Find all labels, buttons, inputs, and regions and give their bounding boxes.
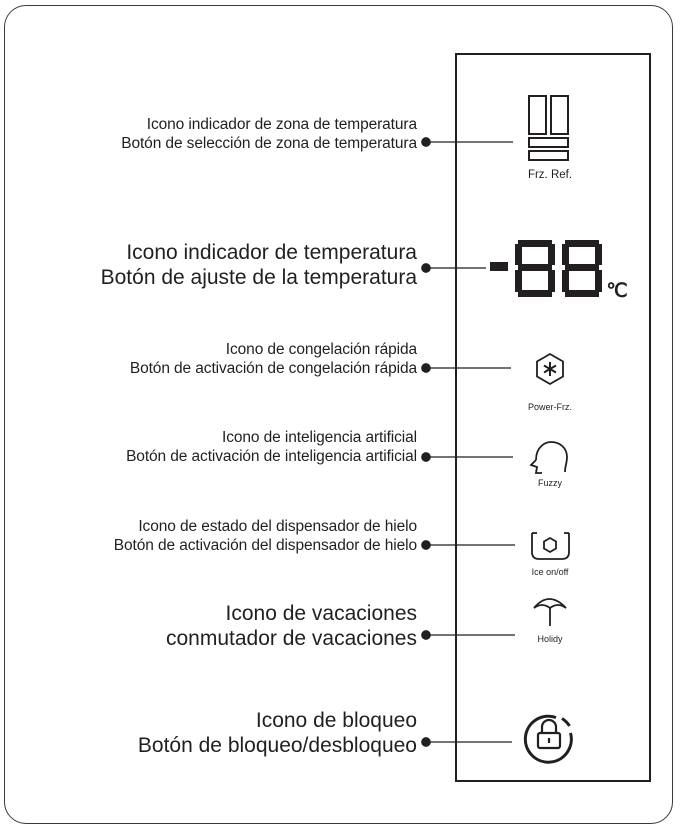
temperature-display-icon[interactable] <box>490 240 602 297</box>
head-icon[interactable] <box>529 441 568 474</box>
quick-freeze-leader-dot <box>421 363 431 373</box>
ai-label-line2: Botón de activación de inteligencia arti… <box>126 447 417 465</box>
umbrella-icon[interactable] <box>533 598 567 626</box>
snowflake-icon[interactable] <box>536 352 564 386</box>
digit-1-segments <box>515 240 555 297</box>
lock-icon[interactable] <box>523 714 573 764</box>
temperature-label-line2: Botón de ajuste de la temperatura <box>100 266 417 290</box>
temperature-label-line1: Icono indicador de temperatura <box>126 241 417 264</box>
vacation-leader-dot <box>421 630 431 640</box>
holiday-caption: Holidy <box>537 634 563 644</box>
ice-caption: Ice on/off <box>532 567 569 577</box>
digit-2-segments <box>562 240 602 297</box>
minus-segment <box>490 262 508 271</box>
ai-label: Icono de inteligencia artificial Botón d… <box>126 429 417 466</box>
zone-label-line2: Botón de selección de zona de temperatur… <box>121 134 417 152</box>
ice-label-line1: Icono de estado del dispensador de hielo <box>138 518 417 535</box>
lock-label: Icono de bloqueo Botón de bloqueo/desblo… <box>138 708 417 758</box>
temperature-leader-dot <box>421 263 431 273</box>
lock-label-line1: Icono de bloqueo <box>255 709 417 732</box>
ice-label-line2: Botón de activación del dispensador de h… <box>113 536 417 554</box>
ai-label-line1: Icono de inteligencia artificial <box>222 429 417 446</box>
quick-freeze-label-line2: Botón de activación de congelación rápid… <box>129 359 417 377</box>
zone-label: Icono indicador de zona de temperatura B… <box>121 116 417 153</box>
quick-freeze-label-line1: Icono de congelación rápida <box>225 341 417 358</box>
ice-cube-icon[interactable] <box>531 532 570 560</box>
ice-leader-dot <box>421 540 431 550</box>
zone-leader-dot <box>421 137 431 147</box>
lock-label-line2: Botón de bloqueo/desbloqueo <box>137 734 417 758</box>
control-panel <box>455 53 651 782</box>
vacation-label: Icono de vacaciones conmutador de vacaci… <box>166 601 417 651</box>
power-frz-caption: Power-Frz. <box>528 402 572 412</box>
ice-label: Icono de estado del dispensador de hielo… <box>114 518 417 555</box>
quick-freeze-label: Icono de congelación rápida Botón de act… <box>130 341 417 378</box>
lock-leader-dot <box>421 737 431 747</box>
temperature-label: Icono indicador de temperatura Botón de … <box>101 240 417 290</box>
celsius-unit: ℃ <box>606 281 627 302</box>
fuzzy-caption: Fuzzy <box>538 478 563 488</box>
zone-caption: Frz. Ref. <box>528 169 572 181</box>
zone-label-line1: Icono indicador de zona de temperatura <box>146 116 417 133</box>
fridge-zone-icon[interactable] <box>528 95 569 161</box>
diagram-frame <box>4 5 673 824</box>
vacation-label-line2: conmutador de vacaciones <box>166 627 417 651</box>
vacation-label-line1: Icono de vacaciones <box>225 602 417 625</box>
ai-leader-dot <box>421 452 431 462</box>
